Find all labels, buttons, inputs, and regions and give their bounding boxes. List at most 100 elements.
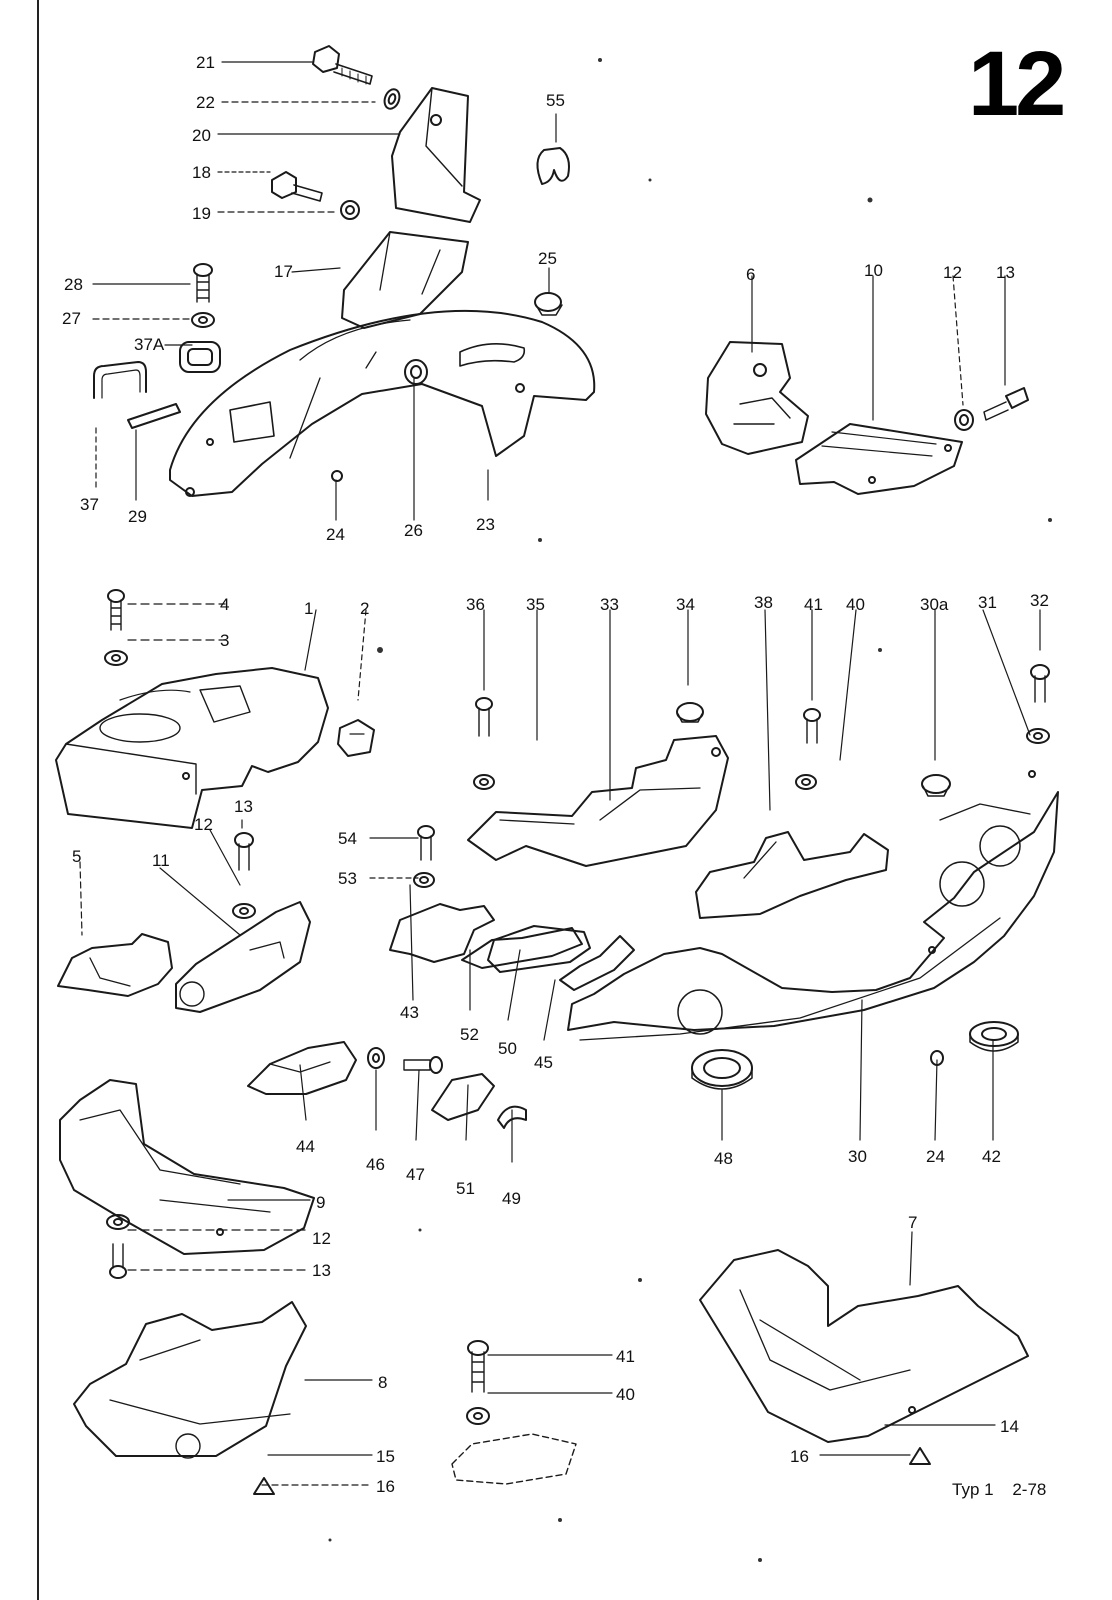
part-label: 29 [128,507,147,526]
part-label: 31 [978,593,997,612]
washer-35 [473,774,495,790]
washer-27 [191,312,215,328]
part-label: 4 [220,595,230,614]
part-label: 13 [234,797,253,816]
screw-13-upper [983,387,1029,421]
part-label: 37 [80,495,99,514]
bracket-20 [391,87,481,223]
part-label: 22 [196,93,215,112]
part-label: 49 [502,1189,521,1208]
screw-13-mid [234,832,254,871]
part-label: 20 [192,126,211,145]
part-label: 8 [378,1373,388,1392]
bolt-18 [271,171,323,202]
leader-lines [79,61,1041,1486]
clip-24-upper [331,470,343,482]
washer-40-upper [795,774,817,790]
washer-46 [367,1047,385,1069]
part-label: 34 [676,595,695,614]
plate-38 [695,831,889,919]
part-label: 13 [312,1261,331,1280]
part-label: 51 [456,1179,475,1198]
part-label: 40 [616,1385,635,1404]
seal-ring-42 [969,1021,1019,1052]
clip-16-left [253,1477,275,1495]
grommet-34 [676,702,704,723]
part-label: 17 [274,262,293,281]
washer-3 [104,650,128,666]
grommet-26 [404,359,428,385]
part-11 [175,901,311,1013]
washer-22 [383,88,401,110]
part-label: 9 [316,1193,326,1212]
part-label: 42 [982,1147,1001,1166]
part-label: 30a [920,595,949,614]
fan-shroud-23 [169,309,596,497]
plate-33 [467,735,729,867]
part-label: 16 [376,1477,395,1496]
part-label: 55 [546,91,565,110]
washer-31 [1026,728,1050,744]
washer-12-mid [232,903,256,919]
part-label: 53 [338,869,357,888]
washer-12-lower [106,1214,130,1230]
part-label: 14 [1000,1417,1019,1436]
clip-2 [337,719,375,757]
part-label: 40 [846,595,865,614]
handle-37 [93,361,147,399]
cover-plate-10 [795,423,963,495]
heat-exchanger-8 [73,1301,307,1459]
clip-16-right [909,1447,931,1465]
part-label: 54 [338,829,357,848]
screw-41-lower [467,1340,489,1393]
part-label: 25 [538,249,557,268]
footer-date: 2-78 [1012,1480,1047,1499]
screw-13-lower [109,1243,127,1279]
screw-41-upper [803,708,821,744]
part-label: 36 [466,595,485,614]
clip-49 [497,1105,527,1129]
grommet-25 [534,292,563,316]
shroud-30 [567,770,1059,1041]
heat-exchanger-7 [699,1249,1029,1443]
part-label: 33 [600,595,619,614]
strip-29 [127,403,181,429]
screw-28 [193,263,213,303]
part-label: 15 [376,1447,395,1466]
part-label: 50 [498,1039,517,1058]
part-label: 11 [152,851,170,870]
clip-51 [431,1073,495,1121]
part-label: 48 [714,1149,733,1168]
part-label: 38 [754,593,773,612]
part-label: 43 [400,1003,419,1022]
flap-50 [487,925,591,973]
part-label: 46 [366,1155,385,1174]
bracket-44 [247,1041,357,1095]
part-label: 12 [194,815,213,834]
part-label: 35 [526,595,545,614]
seal-37a [179,341,221,373]
part-label: 44 [296,1137,315,1156]
screw-47 [403,1056,443,1074]
part-label: 12 [312,1229,331,1248]
part-label: 41 [616,1347,635,1366]
footer-type: Typ 1 [952,1480,994,1499]
part-label: 47 [406,1165,425,1184]
part-label: 13 [996,263,1015,282]
washer-19 [340,200,360,220]
part-label: 37A [134,335,165,354]
part-label: 1 [304,599,314,618]
part-label: 23 [476,515,495,534]
part-label: 10 [864,261,883,280]
bracket-dashed [451,1433,577,1485]
part-label: 41 [804,595,823,614]
part-label: 30 [848,1147,867,1166]
part-label: 26 [404,521,423,540]
part-label: 5 [72,847,82,866]
bolt-21 [312,45,373,85]
grommet-30a [921,774,951,797]
clip-24-lower [930,1050,944,1066]
part-5 [57,933,173,997]
